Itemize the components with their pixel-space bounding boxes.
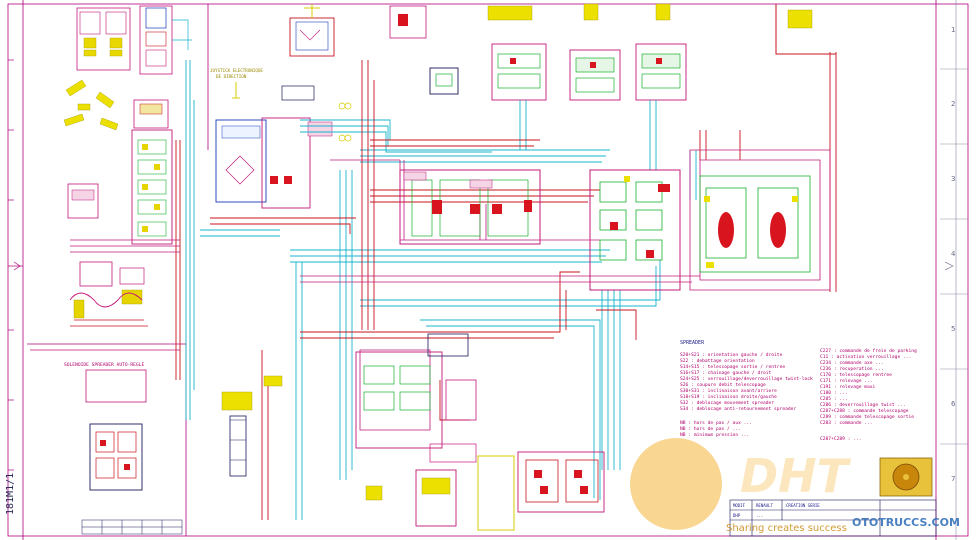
title-cell: RENAULT	[756, 503, 773, 508]
legend-line: C287+C288 : commande telescopage	[820, 408, 909, 414]
watermark: DHT Sharing creates success OTOTRUCCS.CO…	[630, 438, 960, 534]
ruler-number: 5	[951, 325, 955, 333]
legend-line: C236 : recuperation ...	[820, 366, 884, 372]
legend-line: C11 : activation verrouillage ...	[820, 354, 911, 360]
watermark-site: OTOTRUCCS.COM	[852, 516, 960, 529]
legend-line: S18+S19 : inclinaison droite/gauche	[680, 394, 777, 400]
right-ruler: 1 2 3 4 5 6 7	[940, 0, 968, 540]
title-block: MODIF RENAULT CREATION SERIE DHP ...	[729, 499, 937, 537]
joystick-block: JOYSTICK ELECTRONIQUE DE DIRECTION	[210, 68, 352, 209]
watermark-brand: DHT	[740, 449, 852, 503]
wiring-bus-cyan	[185, 60, 697, 520]
legend-line: S16+S17 : chainage gauche / droit	[680, 370, 772, 376]
wiring-bus-magenta	[30, 149, 831, 431]
legend-line: C285 : ...	[820, 396, 848, 402]
legend-line: S30+S31 : inclinaison avant/arriere	[680, 388, 777, 394]
legend-line: C286 : deverrouillage twist ...	[820, 402, 906, 408]
left-ruler-ticks	[8, 59, 23, 471]
spreader-legend: SPREADER S20+S21 : orientation gauche / …	[680, 340, 917, 442]
ruler-number: 6	[951, 400, 956, 408]
component-cluster-bottom-left: SOLENOIDE SPREADER AUTO-REGLE	[64, 362, 183, 535]
legend-note: NB : minimum pression ...	[680, 432, 749, 438]
legend-line: C171 : relevage ...	[820, 378, 873, 384]
watermark-slogan: Sharing creates success	[726, 523, 847, 534]
legend-line: S24+S25 : verrouillage/deverrouillage tw…	[680, 376, 813, 382]
legend-line: S32 : deblocage mouvement spreader	[680, 400, 774, 406]
title-cell: CREATION SERIE	[786, 503, 820, 508]
legend-line: C227 : commande de frein de parking	[820, 348, 917, 354]
legend-line: C234 : commande axe ...	[820, 360, 884, 366]
watermark-logo-circle	[630, 438, 722, 530]
legend-note: NB : hors de pas / ...	[680, 426, 741, 432]
legend-line: S26 : coupure debit telescopage	[680, 382, 766, 388]
central-manifold	[399, 169, 541, 245]
legend-line: C283 : commande ...	[820, 420, 873, 426]
sheet-id: 181M1/1	[5, 473, 16, 515]
component-cluster-bottom	[221, 333, 605, 531]
legend-note: NB : hors de pas / aux ...	[680, 420, 752, 426]
ruler-number: 1	[951, 26, 955, 34]
component-cluster-top-middle	[289, 3, 836, 101]
ruler-number: 2	[951, 100, 955, 108]
ruler-number: 4	[951, 250, 956, 258]
legend-line: S20+S21 : orientation gauche / droite	[680, 352, 783, 358]
spreader-title: SPREADER	[680, 340, 705, 346]
legend-line: S14+S15 : telescopage sortie / rentree	[680, 364, 785, 370]
ruler-number: 3	[951, 175, 955, 183]
title-cell: MODIF	[733, 503, 746, 508]
right-valve-block	[589, 169, 811, 291]
legend-line: C289 : commande telescopage sortie	[820, 414, 914, 420]
legend-line: C180 : ...	[820, 390, 848, 396]
left-note: SOLENOIDE SPREADER AUTO-REGLE	[64, 362, 144, 368]
legend-line: S22 : debattage orientation	[680, 358, 755, 364]
wiring-bus-red	[175, 52, 837, 520]
ruler-number: 7	[951, 475, 955, 483]
joystick-label: JOYSTICK ELECTRONIQUE	[210, 68, 263, 73]
legend-line: S34 : deblocage anti-retournement spread…	[680, 406, 796, 412]
title-cell: DHP	[733, 513, 741, 518]
legend-line: C191 : relevage maxi	[820, 384, 876, 390]
legend-line: C170 : telescopage rentree	[820, 372, 892, 378]
legend-line: C287+C289 : ...	[820, 436, 862, 442]
joystick-label: DE DIRECTION	[216, 74, 247, 79]
title-cell: ...	[756, 513, 763, 518]
component-cluster-top-left	[63, 5, 192, 327]
